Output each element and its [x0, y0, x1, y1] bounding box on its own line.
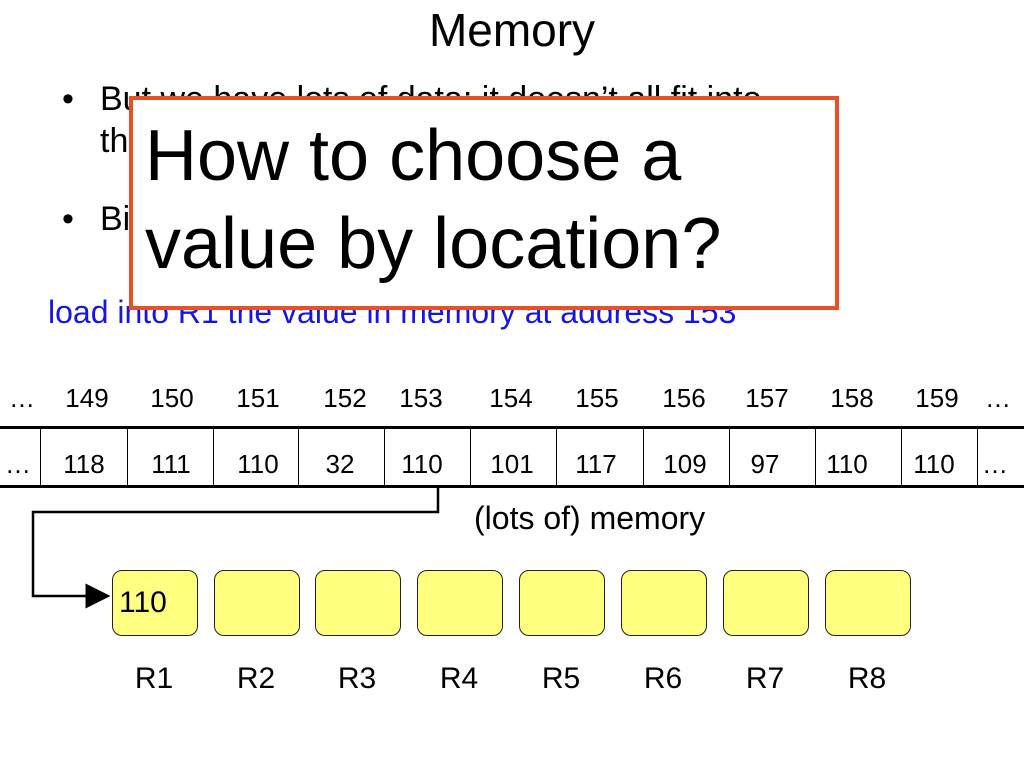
memory-cell-divider	[901, 428, 902, 486]
memory-cell-value: 118	[63, 449, 105, 479]
register-r3	[315, 570, 401, 636]
register-r7	[723, 570, 809, 636]
register-r4	[417, 570, 503, 636]
memory-cell-divider	[298, 428, 299, 486]
register-name-label: R7	[745, 662, 785, 695]
memory-label: (lots of) memory	[474, 500, 706, 536]
memory-cell-value: 110	[913, 449, 955, 479]
memory-cell-divider	[643, 428, 644, 486]
register-r8	[825, 570, 911, 636]
memory-address-label: …	[985, 383, 1011, 413]
memory-cell-value: 97	[750, 449, 780, 479]
register-name-label: R5	[541, 662, 581, 695]
register-r1: 110	[112, 570, 198, 636]
memory-cell-value: 111	[151, 449, 191, 479]
memory-address-label: 158	[830, 383, 874, 413]
register-name-label: R2	[236, 662, 276, 695]
callout-box: How to choose a value by location?	[129, 96, 839, 310]
register-name-label: R6	[643, 662, 683, 695]
memory-cell-value: 117	[575, 449, 617, 479]
callout-line-2: value by location?	[145, 204, 722, 284]
memory-address-label: …	[9, 383, 35, 413]
memory-address-label: 149	[65, 383, 109, 413]
memory-cell-value: 109	[663, 449, 707, 479]
register-name-label: R1	[134, 662, 174, 695]
register-name-label: R8	[847, 662, 887, 695]
bullet-1-text-line2: th	[100, 122, 129, 160]
memory-cell-value: …	[982, 449, 1008, 479]
memory-cell-value: 110	[826, 449, 868, 479]
memory-address-label: 154	[489, 383, 533, 413]
bullet-dot: •	[62, 80, 74, 118]
memory-cell-divider	[40, 428, 41, 486]
memory-cell-divider	[470, 428, 471, 486]
callout-line-1: How to choose a	[145, 116, 682, 196]
memory-top-border	[0, 426, 1024, 429]
memory-bottom-border	[0, 485, 1024, 488]
memory-address-label: 156	[662, 383, 706, 413]
memory-address-label: 157	[745, 383, 789, 413]
memory-address-label: 155	[575, 383, 619, 413]
memory-address-label: 153	[399, 383, 443, 413]
bullet-dot: •	[62, 200, 74, 238]
memory-cell-divider	[729, 428, 730, 486]
memory-address-label: 151	[236, 383, 280, 413]
memory-cell-value: 101	[490, 449, 534, 479]
slide-title: Memory	[428, 4, 596, 56]
memory-cell-value: …	[5, 449, 31, 479]
memory-cell-divider	[977, 428, 978, 486]
register-value: 110	[119, 586, 167, 619]
memory-cell-divider	[127, 428, 128, 486]
register-name-label: R3	[337, 662, 377, 695]
register-r5	[519, 570, 605, 636]
memory-cell-value: 32	[325, 449, 355, 479]
memory-address-label: 152	[323, 383, 367, 413]
register-name-label: R4	[439, 662, 479, 695]
memory-cell-divider	[815, 428, 816, 486]
register-r2	[214, 570, 300, 636]
memory-cell-divider	[384, 428, 385, 486]
memory-address-label: 150	[150, 383, 194, 413]
memory-cell-value: 110	[237, 449, 279, 479]
memory-address-label: 159	[915, 383, 959, 413]
memory-cell-value: 110	[401, 449, 443, 479]
bullet-2-text: Bi	[100, 200, 131, 238]
memory-cell-divider	[556, 428, 557, 486]
memory-cell-divider	[213, 428, 214, 486]
register-r6	[621, 570, 707, 636]
